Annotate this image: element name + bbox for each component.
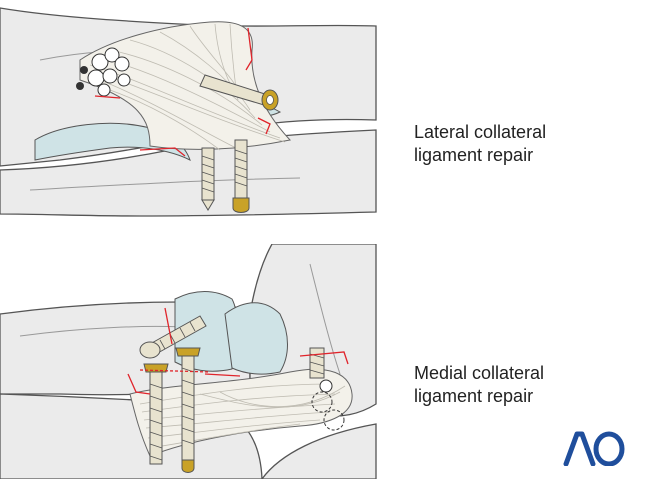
lateral-transverse-screw xyxy=(199,74,279,111)
medial-suture-anchor xyxy=(309,347,345,431)
lateral-incision-lines xyxy=(94,27,271,157)
lateral-suture-anchors xyxy=(76,47,131,97)
medial-repair-illustration xyxy=(0,244,380,479)
caption-lateral-line1: Lateral collateral xyxy=(414,122,547,142)
caption-medial-repair: Medial collateral ligament repair xyxy=(414,362,544,408)
lateral-vertical-screws xyxy=(201,139,250,213)
caption-medial-line2: ligament repair xyxy=(414,386,534,406)
caption-medial-line1: Medial collateral xyxy=(414,363,545,383)
medial-oblique-screw xyxy=(139,315,207,359)
caption-lateral-repair: Lateral collateral ligament repair xyxy=(414,121,546,167)
ao-logo-icon xyxy=(563,430,625,467)
lateral-repair-illustration xyxy=(0,0,380,228)
medial-arm-outline xyxy=(0,244,377,479)
medial-incision-lines xyxy=(127,307,349,395)
caption-lateral-line2: ligament repair xyxy=(414,145,534,165)
medial-vertical-screws xyxy=(143,347,201,473)
